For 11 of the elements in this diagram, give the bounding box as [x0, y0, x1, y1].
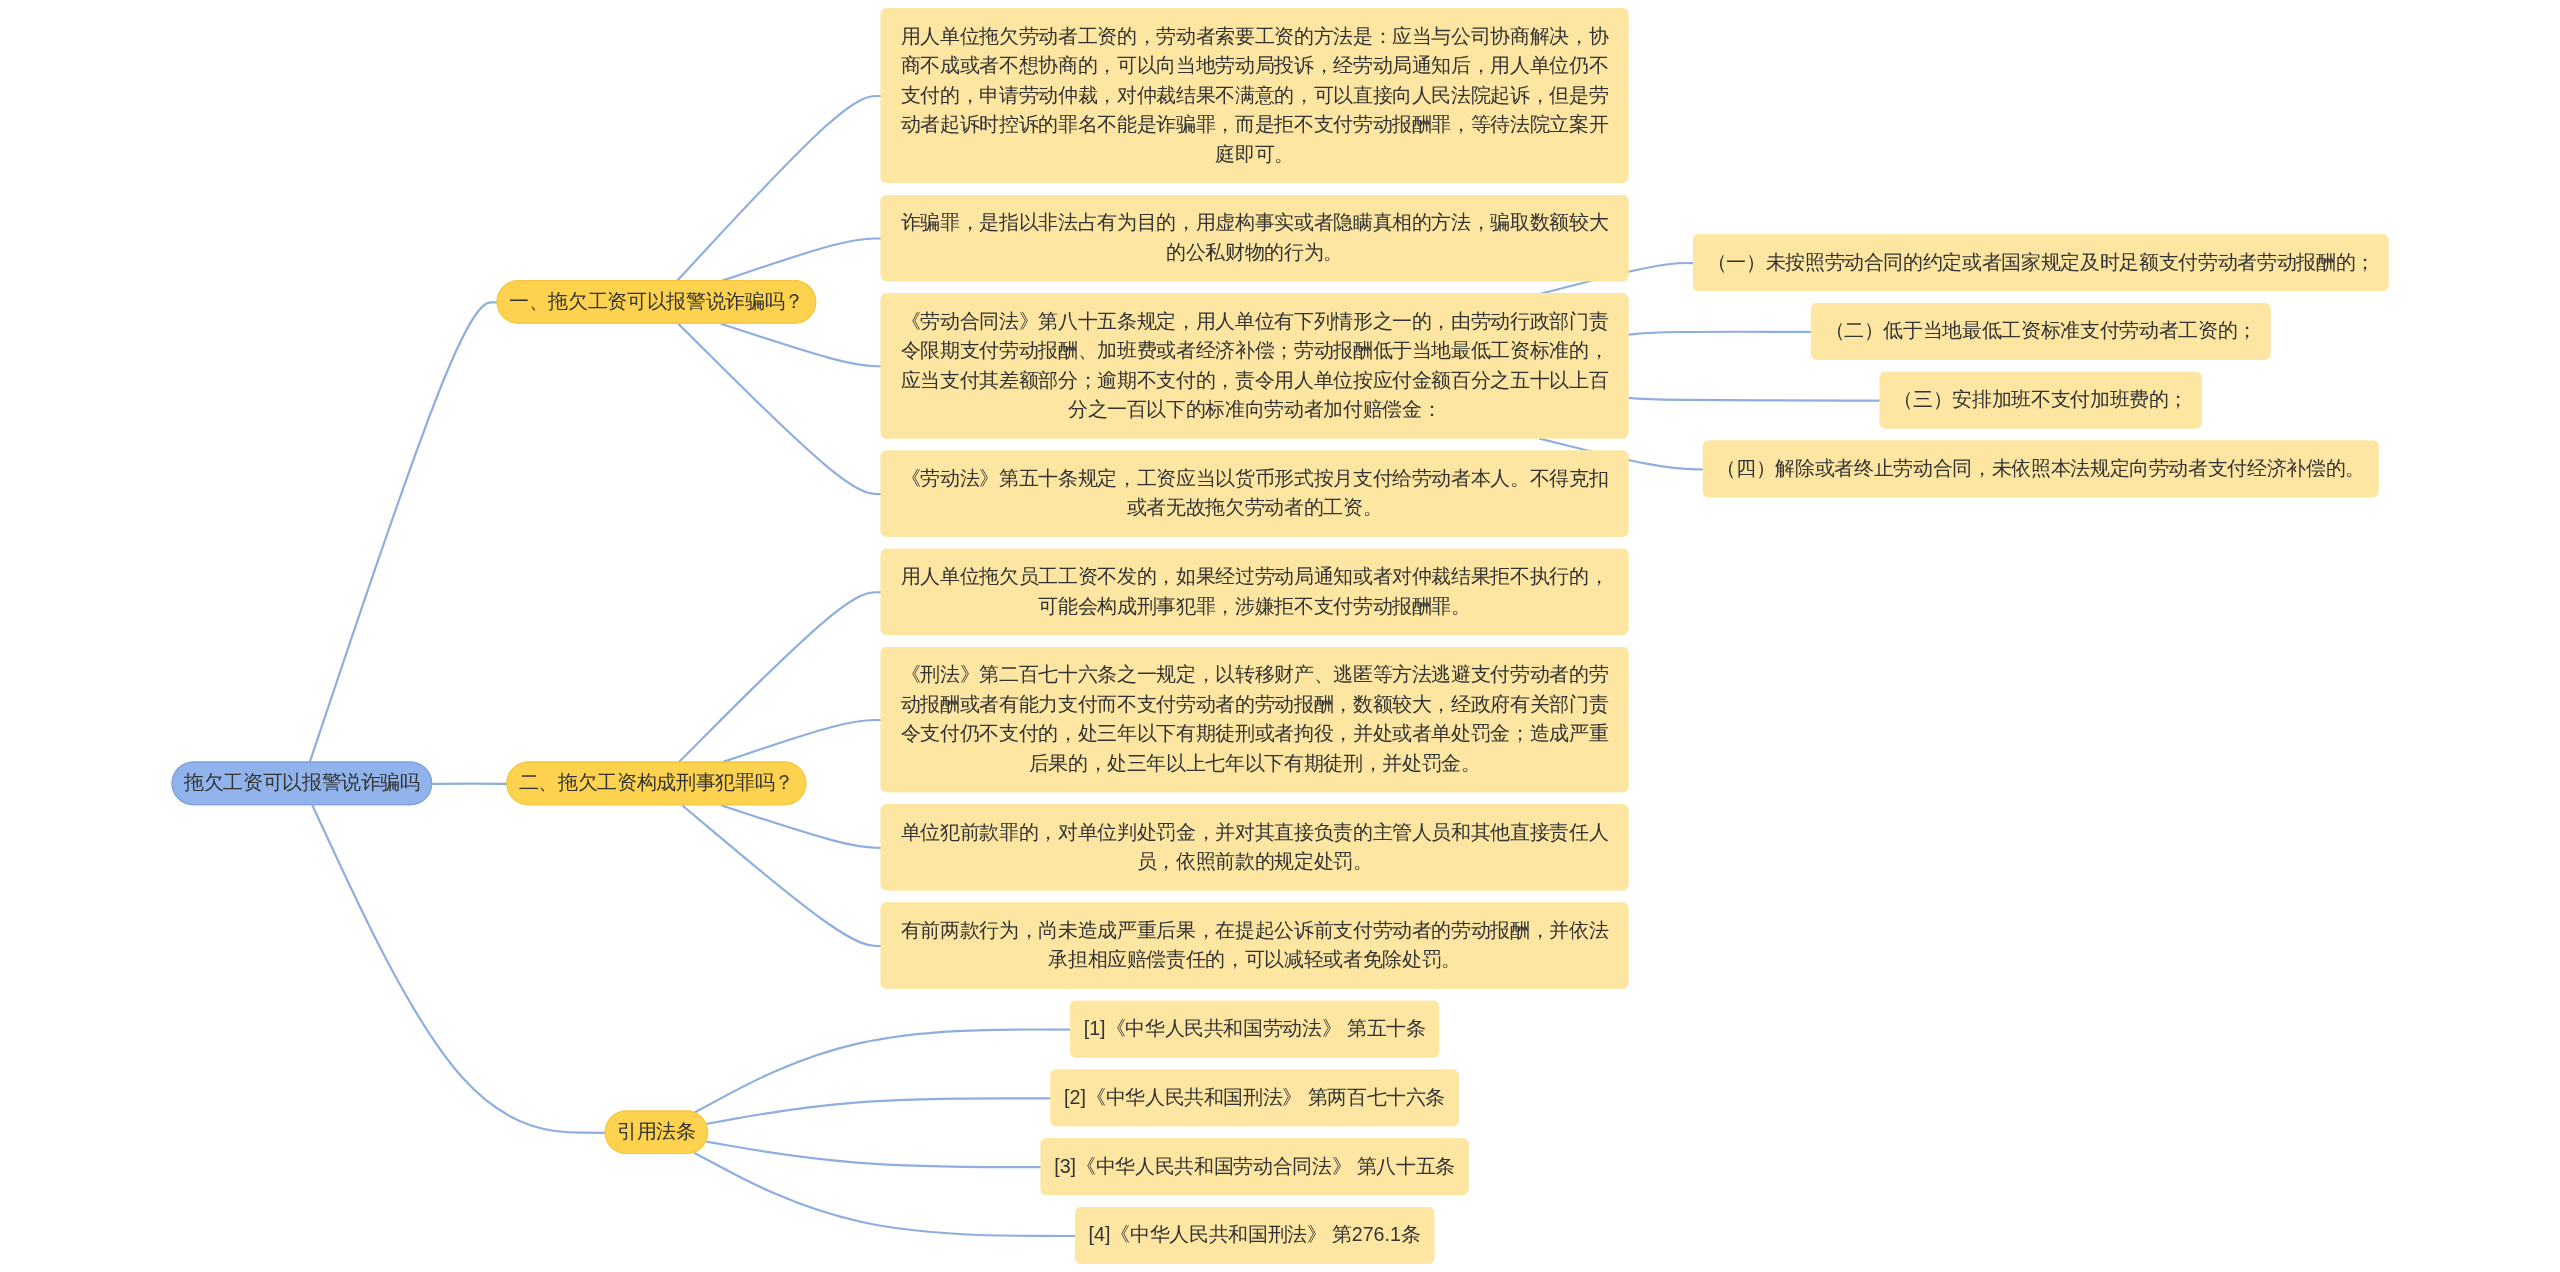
- connector: [720, 322, 882, 368]
- connector: [677, 322, 882, 496]
- connector: [1628, 330, 1812, 336]
- connector: [311, 804, 606, 1134]
- connector: [720, 804, 882, 849]
- connector: [681, 804, 882, 948]
- connector: [706, 1140, 1042, 1169]
- connector: [677, 591, 882, 764]
- connector: [675, 94, 882, 282]
- connector: [308, 301, 498, 763]
- connector: [1628, 396, 1881, 402]
